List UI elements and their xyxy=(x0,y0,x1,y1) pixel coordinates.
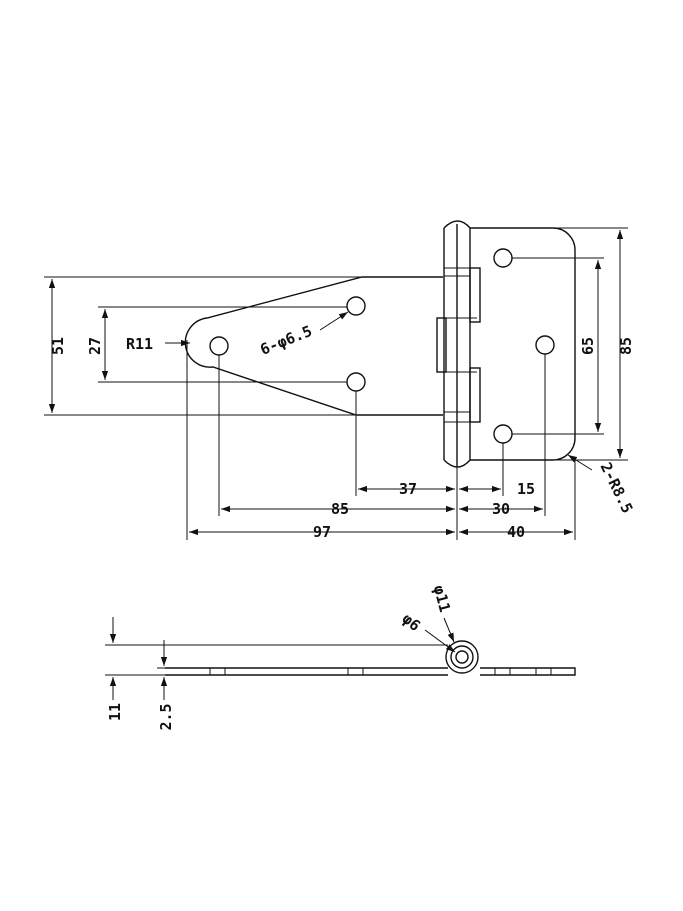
hole-strap-lower xyxy=(346,372,366,392)
top-view xyxy=(184,220,576,468)
rect-leaf-outline xyxy=(470,227,576,461)
knuckle-center-segment xyxy=(436,317,447,373)
knuckle-outline xyxy=(443,220,471,468)
label-11: 11 xyxy=(106,703,124,721)
strap-leaf-outline xyxy=(184,276,443,416)
label-85-vertical: 85 xyxy=(617,337,635,355)
knuckle-outer-circle xyxy=(445,640,479,674)
dimensions-side xyxy=(105,617,456,700)
label-40: 40 xyxy=(507,523,525,541)
side-plate-outline xyxy=(165,667,576,676)
label-37: 37 xyxy=(399,480,417,498)
hole-strap-tip xyxy=(209,336,229,356)
label-2-r8-5: 2-R8.5 xyxy=(597,460,637,517)
hole-rect-middle xyxy=(535,335,555,355)
label-6-phi6-5: 6-φ6.5 xyxy=(258,322,315,359)
dimension-labels: 51 27 R11 6-φ6.5 65 85 2-R8.5 37 15 85 3… xyxy=(49,322,636,731)
label-85-horizontal: 85 xyxy=(331,500,349,518)
dimensions-top xyxy=(44,227,628,540)
label-2-5: 2.5 xyxy=(157,703,175,730)
label-phi6: φ6 xyxy=(399,609,424,634)
label-65: 65 xyxy=(579,337,597,355)
knuckle-inner-circle xyxy=(450,645,474,669)
label-97: 97 xyxy=(313,523,331,541)
label-51: 51 xyxy=(49,337,67,355)
hole-rect-lower xyxy=(493,424,513,444)
hole-rect-upper xyxy=(493,248,513,268)
pin-circle xyxy=(455,650,469,664)
label-r11: R11 xyxy=(126,335,153,353)
label-27: 27 xyxy=(86,337,104,355)
label-15: 15 xyxy=(517,480,535,498)
hole-strap-upper xyxy=(346,296,366,316)
label-phi11: φ11 xyxy=(430,583,454,614)
label-30: 30 xyxy=(492,500,510,518)
side-view xyxy=(165,640,576,676)
